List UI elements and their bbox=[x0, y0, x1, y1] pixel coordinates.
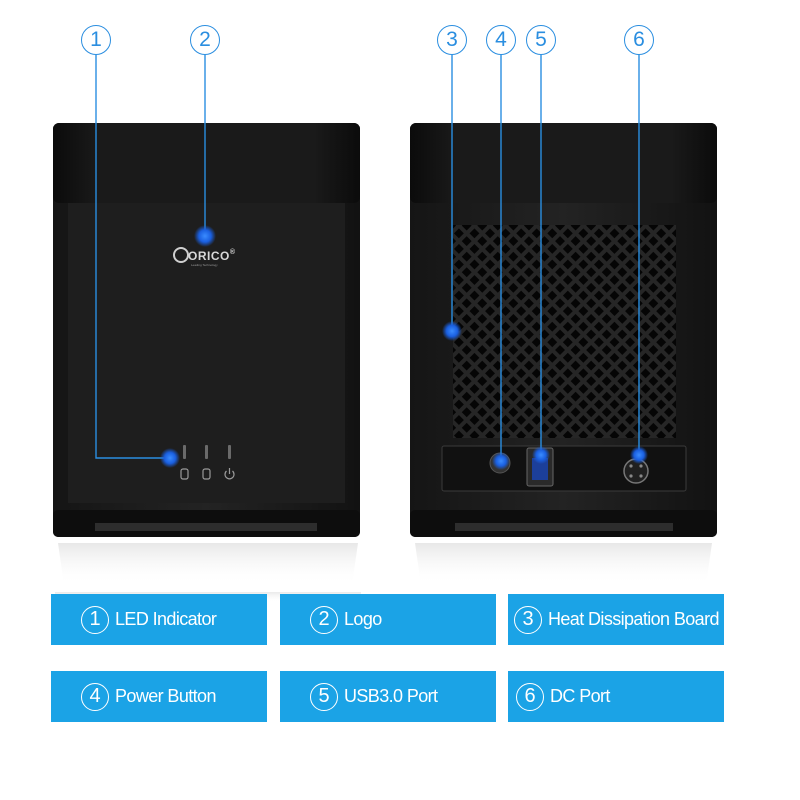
callout-number-6: 6 bbox=[624, 25, 654, 55]
callout-number-2: 2 bbox=[190, 25, 220, 55]
callout-number-5: 5 bbox=[526, 25, 556, 55]
back-bottom-vents bbox=[455, 523, 673, 531]
front-top-cover bbox=[53, 123, 360, 203]
callout-lines bbox=[95, 55, 640, 461]
orico-logo: ORICO® bbox=[188, 249, 236, 263]
legend-item-logo: 2 Logo bbox=[280, 594, 496, 645]
legend-label: DC Port bbox=[550, 686, 610, 706]
orico-logo-icon bbox=[173, 247, 189, 263]
back-top-cover bbox=[410, 123, 717, 203]
legend-item-dc-port: 6 DC Port bbox=[508, 671, 724, 722]
legend-number: 6 bbox=[516, 682, 544, 711]
led-indicators bbox=[183, 445, 231, 459]
callout-markers bbox=[160, 225, 648, 470]
legend-label: Heat Dissipation Board bbox=[548, 609, 720, 629]
front-device bbox=[53, 123, 361, 602]
back-reflection bbox=[415, 543, 712, 585]
legend-label: LED Indicator bbox=[115, 609, 217, 629]
legend-item-power-button: 4 Power Button bbox=[51, 671, 267, 722]
legend-number: 5 bbox=[310, 682, 338, 711]
callout-number-1: 1 bbox=[81, 25, 111, 55]
logo-trademark: ® bbox=[229, 249, 236, 256]
logo-text: ORICO bbox=[188, 249, 230, 263]
back-device bbox=[410, 123, 717, 585]
legend-number: 1 bbox=[81, 605, 109, 634]
front-reflection bbox=[58, 543, 358, 585]
legend-item-heat-dissipation-board: 3 Heat Dissipation Board bbox=[508, 594, 724, 645]
legend-item-led-indicator: 1 LED Indicator bbox=[51, 594, 267, 645]
drive-icon bbox=[202, 468, 211, 480]
callout-number-3: 3 bbox=[437, 25, 467, 55]
power-icon bbox=[224, 470, 235, 480]
legend-number: 2 bbox=[310, 605, 338, 634]
legend-item-usb-port: 5 USB3.0 Port bbox=[280, 671, 496, 722]
front-bottom-vents bbox=[95, 523, 317, 531]
legend-label: Power Button bbox=[115, 686, 216, 706]
legend-number: 4 bbox=[81, 682, 109, 711]
callout-number-4: 4 bbox=[486, 25, 516, 55]
legend-label: USB3.0 Port bbox=[344, 686, 438, 706]
rear-port-panel bbox=[441, 445, 687, 492]
heat-dissipation-grille bbox=[453, 225, 676, 438]
logo-tagline: Leading Technology bbox=[191, 263, 218, 267]
legend-label: Logo bbox=[344, 609, 382, 629]
legend-number: 3 bbox=[514, 605, 542, 634]
drive-icon bbox=[180, 468, 189, 480]
